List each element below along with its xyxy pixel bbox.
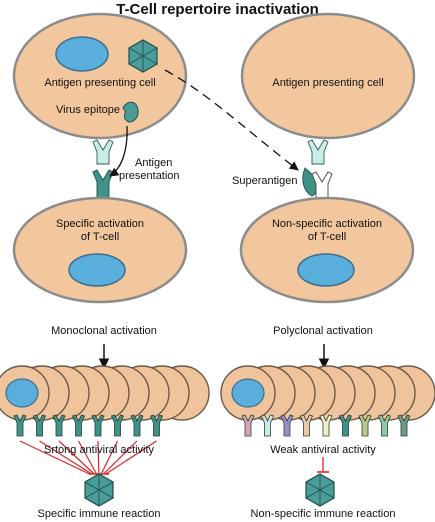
left-mhc-receptor <box>92 139 114 165</box>
right-reaction-label: Non-specific immune reaction <box>250 508 396 520</box>
left-tcell-receptor <box>92 169 114 205</box>
left-inhibition-line <box>19 440 90 475</box>
right-clone-receptor <box>260 414 275 437</box>
right-clone-receptors <box>241 414 411 437</box>
left-clone-receptor <box>130 414 144 437</box>
right-clone-receptor <box>338 414 353 437</box>
right-clone-receptor <box>397 414 411 437</box>
right-clone-receptor <box>241 414 255 437</box>
right-activity-label: Weak antiviral activity <box>270 444 376 456</box>
right-tcell-nucleus <box>297 253 355 287</box>
left-tcell-nucleus <box>68 253 126 287</box>
right-tcell-label-line1: Non-specific activation <box>271 218 383 230</box>
left-inhibition-line <box>39 440 93 475</box>
antigen-label-line1: Antigen <box>135 157 173 169</box>
superantigen-transfer-arrow <box>164 69 299 171</box>
right-clone-receptor <box>299 414 314 437</box>
left-t-cell <box>12 196 188 304</box>
right-clone-receptor <box>377 414 392 437</box>
left-reaction-label: Specific immune reaction <box>37 508 161 520</box>
diagram-title: T-Cell repertoire inactivation <box>116 1 319 18</box>
left-inhibition-line <box>100 440 119 475</box>
superantigen-label: Superantigen <box>232 175 298 187</box>
right-antigen-presenting-cell <box>240 12 416 140</box>
left-clone-nucleus <box>5 378 39 408</box>
left-antigen-presenting-cell <box>12 12 188 140</box>
left-inhibition-line <box>97 440 100 475</box>
right-bottom-virus-icon <box>305 473 335 507</box>
antigen-label-line2: presentation <box>119 170 180 182</box>
virus-epitope-icon <box>122 101 139 123</box>
left-clone-receptor <box>149 414 164 437</box>
right-clone-nucleus <box>231 378 265 408</box>
right-clone-receptor <box>280 414 294 437</box>
virus-epitope-label: Virus epitope <box>56 104 121 116</box>
left-apc-nucleus <box>55 36 109 72</box>
left-tcell-label-line1: Specific activation <box>55 218 145 230</box>
left-clone-receptor <box>13 414 27 437</box>
right-clone-row <box>220 365 435 421</box>
right-inhibition-lines <box>317 457 329 473</box>
right-tcell-label-line2: of T-cell <box>307 231 347 243</box>
right-apc-label: Antigen presenting cell <box>272 77 384 89</box>
left-inhibition-line <box>103 440 138 475</box>
left-bottom-virus-icon <box>84 473 114 507</box>
left-activation-label: Monoclonal activation <box>51 325 157 337</box>
right-clone-receptor <box>358 414 372 437</box>
virus-icon <box>128 39 158 73</box>
left-clone-receptor <box>110 414 125 437</box>
left-clone-receptor <box>52 414 66 437</box>
left-inhibition-lines <box>19 440 157 475</box>
left-clone-row <box>0 365 210 421</box>
antigen-presentation-arrow <box>109 125 128 177</box>
left-apc-label: Antigen presenting cell <box>44 77 156 89</box>
left-clone-receptor <box>91 414 105 437</box>
right-mhc-receptor <box>307 139 329 165</box>
left-tcell-label-line2: of T-cell <box>80 231 120 243</box>
right-t-cell <box>239 196 415 304</box>
right-clone-receptor <box>319 414 333 437</box>
left-clone-receptor <box>71 414 86 437</box>
left-inhibition-line <box>77 440 98 475</box>
left-clone-receptor <box>32 414 47 437</box>
right-activation-label: Polyclonal activation <box>273 325 373 337</box>
left-inhibition-line <box>58 440 95 475</box>
left-activity-label: Srtong antiviral activity <box>43 444 155 456</box>
left-clone-receptors <box>13 414 164 437</box>
left-inhibition-line <box>105 440 157 475</box>
